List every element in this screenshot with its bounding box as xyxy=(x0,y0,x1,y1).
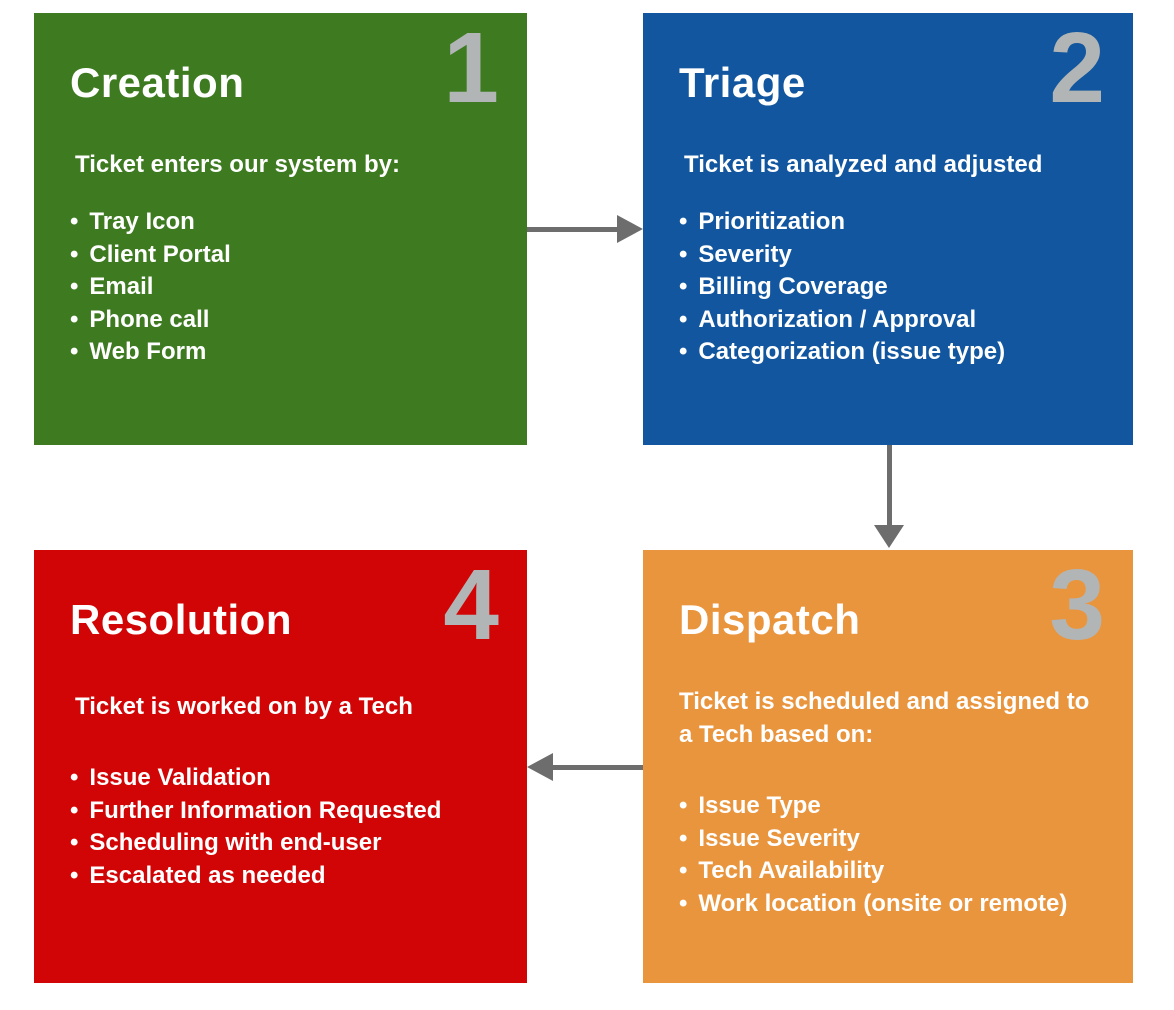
bullet-item: Email xyxy=(70,271,231,304)
bullet-item: Billing Coverage xyxy=(679,271,1005,304)
bullet-item: Tray Icon xyxy=(70,206,231,239)
bullet-item: Categorization (issue type) xyxy=(679,336,1005,369)
creation-subtitle: Ticket enters our system by: xyxy=(75,151,401,178)
triage-bullet-list: PrioritizationSeverityBilling CoverageAu… xyxy=(679,206,1005,369)
resolution-subtitle: Ticket is worked on by a Tech xyxy=(75,693,413,720)
creation-step-number: 1 xyxy=(443,12,499,124)
dispatch-subtitle: Ticket is scheduled and assigned to a Te… xyxy=(679,688,1090,748)
triage-subtitle: Ticket is analyzed and adjusted xyxy=(684,151,1043,178)
arrow-head-down-icon xyxy=(874,525,904,548)
arrow-shaft xyxy=(552,765,643,770)
bullet-item: Prioritization xyxy=(679,206,1005,239)
creation-box: Creation 1 Ticket enters our system by: … xyxy=(34,13,527,445)
triage-step-number: 2 xyxy=(1049,12,1105,124)
bullet-item: Client Portal xyxy=(70,239,230,272)
dispatch-bullet-list: Issue TypeIssue SeverityTech Availabilit… xyxy=(679,790,1067,920)
resolution-box: Resolution 4 Ticket is worked on by a Te… xyxy=(34,550,527,983)
bullet-item: Tech Availability xyxy=(679,855,1067,888)
arrow-head-right-icon xyxy=(617,215,643,243)
arrow-head-left-icon xyxy=(527,753,553,781)
arrow-triage-to-dispatch-icon xyxy=(874,445,904,548)
bullet-item: Further Information Requested xyxy=(70,795,441,828)
bullet-item: Issue Severity xyxy=(679,823,1067,856)
arrow-shaft xyxy=(887,445,892,526)
bullet-item: Severity xyxy=(679,239,1005,272)
arrow-creation-to-triage-icon xyxy=(527,215,643,243)
resolution-title: Resolution xyxy=(70,596,292,643)
bullet-item: Issue Type xyxy=(679,790,1067,823)
bullet-item: Phone call xyxy=(70,304,231,337)
resolution-bullet-list: Issue ValidationFurther Information Requ… xyxy=(70,762,441,892)
bullet-item: Work location (onsite or remote) xyxy=(679,888,1067,921)
bullet-item: Escalated as needed xyxy=(70,860,441,893)
bullet-item: Authorization / Approval xyxy=(679,304,1005,337)
arrow-shaft xyxy=(527,227,619,232)
arrow-dispatch-to-resolution-icon xyxy=(527,753,643,781)
triage-box: Triage 2 Ticket is analyzed and adjusted… xyxy=(643,13,1133,445)
resolution-step-number: 4 xyxy=(443,549,499,661)
creation-title: Creation xyxy=(70,59,245,106)
dispatch-step-number: 3 xyxy=(1049,549,1105,661)
dispatch-title: Dispatch xyxy=(679,596,861,643)
creation-bullet-list: Tray IconClient PortalEmailPhone callWeb… xyxy=(70,206,231,369)
triage-title: Triage xyxy=(679,59,806,106)
bullet-item: Scheduling with end-user xyxy=(70,827,441,860)
dispatch-box: Dispatch 3 Ticket is scheduled and assig… xyxy=(643,550,1133,983)
bullet-item: Issue Validation xyxy=(70,762,441,795)
bullet-item: Web Form xyxy=(70,336,231,369)
